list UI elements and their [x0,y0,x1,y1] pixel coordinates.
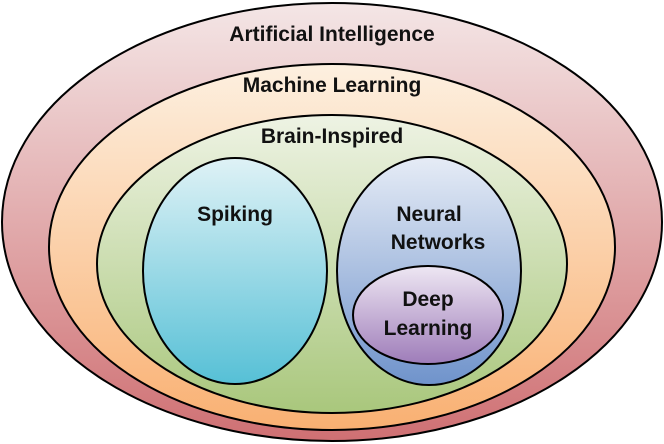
neural-networks-label-line1: Neural [396,203,461,226]
deep-learning-ellipse [352,265,504,365]
neural-networks-label-line2: Networks [391,231,486,254]
spiking-label: Spiking [197,203,273,226]
deep-learning-label-line2: Learning [384,317,473,340]
ai-label: Artificial Intelligence [229,23,434,46]
spiking-ellipse [142,157,328,385]
deep-learning-label-line1: Deep [402,288,453,311]
brain-inspired-label: Brain-Inspired [261,125,403,148]
ml-label: Machine Learning [243,74,422,97]
